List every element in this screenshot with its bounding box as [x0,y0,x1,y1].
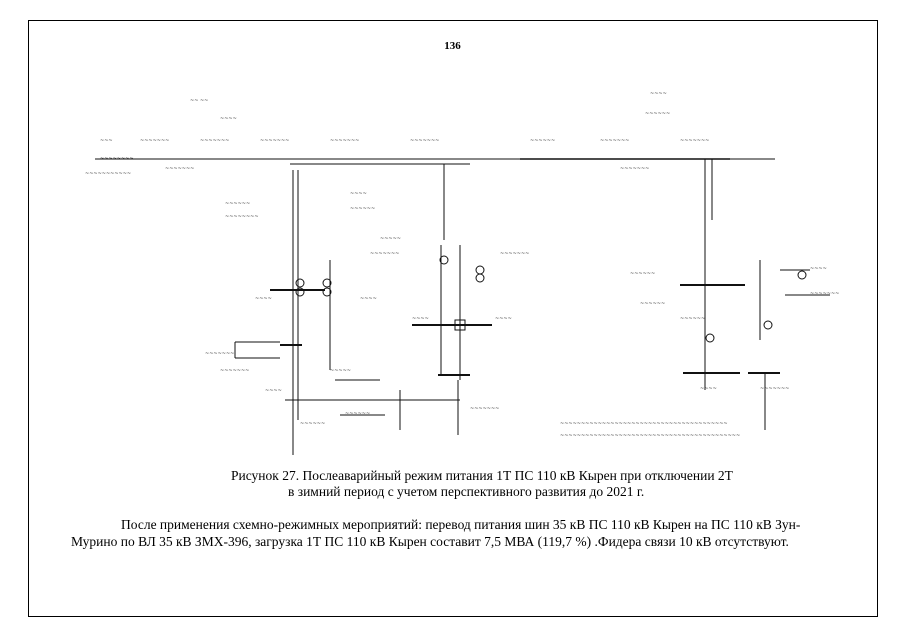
svg-text:~~~~~~~: ~~~~~~~ [205,351,234,357]
svg-text:~~~~: ~~~~ [360,296,377,302]
svg-text:~~~~~~: ~~~~~~ [345,411,370,417]
svg-text:~~~~~~~: ~~~~~~~ [330,138,359,144]
svg-text:~~~~~: ~~~~~ [380,236,401,242]
svg-text:~~~~~~~: ~~~~~~~ [500,251,529,257]
svg-text:~~~~~~: ~~~~~~ [680,316,705,322]
svg-text:~~~~~~~: ~~~~~~~ [370,251,399,257]
svg-text:~~~~: ~~~~ [220,116,237,122]
svg-text:~~~~~~~: ~~~~~~~ [680,138,709,144]
paragraph-line: Мурино по ВЛ 35 кВ ЗМХ-396, загрузка 1Т … [71,534,789,549]
svg-text:~~~~~~: ~~~~~~ [350,206,375,212]
svg-text:~~~~~~~: ~~~~~~~ [410,138,439,144]
power-schematic-diagram: ~~ ~~ ~~~~ ~~~ ~~~~~~~ ~~~~~~~ ~~~~~~~ ~… [85,91,839,455]
svg-text:~~~~~~: ~~~~~~ [645,111,670,117]
svg-text:~~~~~: ~~~~~ [330,368,351,374]
svg-text:~~~~~~~: ~~~~~~~ [140,138,169,144]
svg-text:~~~~~~~: ~~~~~~~ [260,138,289,144]
svg-text:~~~~~~~: ~~~~~~~ [165,166,194,172]
figure-caption: Рисунок 27. Послеаварийный режим питания… [231,468,733,483]
svg-text:~~~~~~: ~~~~~~ [530,138,555,144]
svg-text:~~~~~~: ~~~~~~ [300,421,325,427]
svg-text:~~~~~~~: ~~~~~~~ [600,138,629,144]
svg-text:~~~~: ~~~~ [255,296,272,302]
svg-text:~~~~~~~: ~~~~~~~ [200,138,229,144]
svg-text:~~~~~~: ~~~~~~ [640,301,665,307]
figure-caption-continued: в зимний период с учетом перспективного … [288,484,645,499]
svg-text:~~~~~~~~: ~~~~~~~~ [100,156,134,162]
svg-text:~~~~~~~: ~~~~~~~ [220,368,249,374]
svg-text:~~~~: ~~~~ [265,388,282,394]
paragraph-line: После применения схемно-режимных меропри… [121,517,801,532]
svg-text:~~~~~~~: ~~~~~~~ [760,386,789,392]
svg-text:~~~~~~~~~~~~~~~~~~~~~~~~~~~~~~: ~~~~~~~~~~~~~~~~~~~~~~~~~~~~~~~~~~~~~~~~ [560,421,728,427]
svg-text:~~~~: ~~~~ [350,191,367,197]
svg-text:~~~~~~~~~~~~~~~~~~~~~~~~~~~~~~: ~~~~~~~~~~~~~~~~~~~~~~~~~~~~~~~~~~~~~~~~… [560,433,740,439]
svg-text:~~~~: ~~~~ [700,386,717,392]
svg-text:~~~~: ~~~~ [495,316,512,322]
svg-text:~~~~~~~: ~~~~~~~ [620,166,649,172]
svg-text:~~~~~~: ~~~~~~ [225,201,250,207]
svg-text:~~~~: ~~~~ [810,266,827,272]
svg-text:~~~~~~: ~~~~~~ [630,271,655,277]
svg-text:~~~~: ~~~~ [650,91,667,97]
svg-text:~~~~~~~: ~~~~~~~ [470,406,499,412]
svg-text:~~ ~~: ~~ ~~ [190,98,208,104]
svg-text:~~~: ~~~ [100,138,113,144]
page-border [28,20,878,617]
svg-text:~~~~~~~~~~~: ~~~~~~~~~~~ [85,171,131,177]
svg-text:~~~~~~~~: ~~~~~~~~ [225,214,259,220]
page-number: 136 [444,40,461,52]
svg-text:~~~~: ~~~~ [412,316,429,322]
svg-text:~~~~~~~: ~~~~~~~ [810,291,839,297]
